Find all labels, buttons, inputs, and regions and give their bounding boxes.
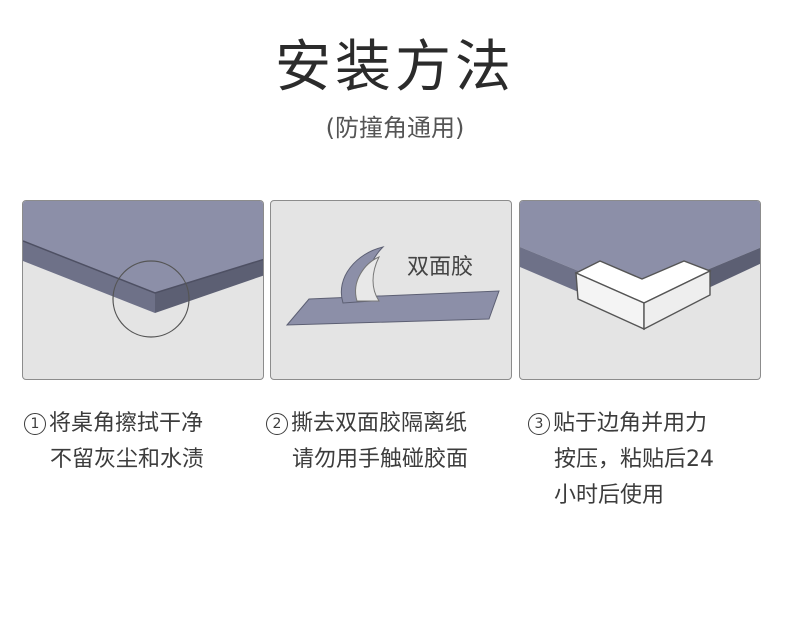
tape-illustration <box>285 246 500 326</box>
step-3-line-2: 按压，粘贴后24 <box>554 447 714 472</box>
step-2-line-2: 请勿用手触碰胶面 <box>292 447 469 472</box>
page-subtitle: (防撞角通用) <box>325 114 465 142</box>
step-number-1: 1 <box>24 413 46 435</box>
focus-circle <box>112 260 190 338</box>
step-2-illustration: 双面胶 <box>270 200 512 380</box>
table-corner-illustration <box>23 201 263 338</box>
step-number-3: 3 <box>528 413 550 435</box>
corner-guard-illustration <box>520 201 760 331</box>
step-1-line-1: 将桌角擦拭干净 <box>49 411 204 436</box>
step-1-line-2: 不留灰尘和水渍 <box>50 447 205 472</box>
step-number-2: 2 <box>266 413 288 435</box>
step-3-line-1: 贴于边角并用力 <box>553 411 708 436</box>
step-1-illustration <box>22 200 264 380</box>
step-2-line-1: 撕去双面胶隔离纸 <box>291 411 468 436</box>
page-title: 安装方法 <box>275 35 515 100</box>
step-3-illustration <box>519 200 761 380</box>
step-3-line-3: 小时后使用 <box>554 483 665 508</box>
tape-label: 双面胶 <box>407 255 474 280</box>
